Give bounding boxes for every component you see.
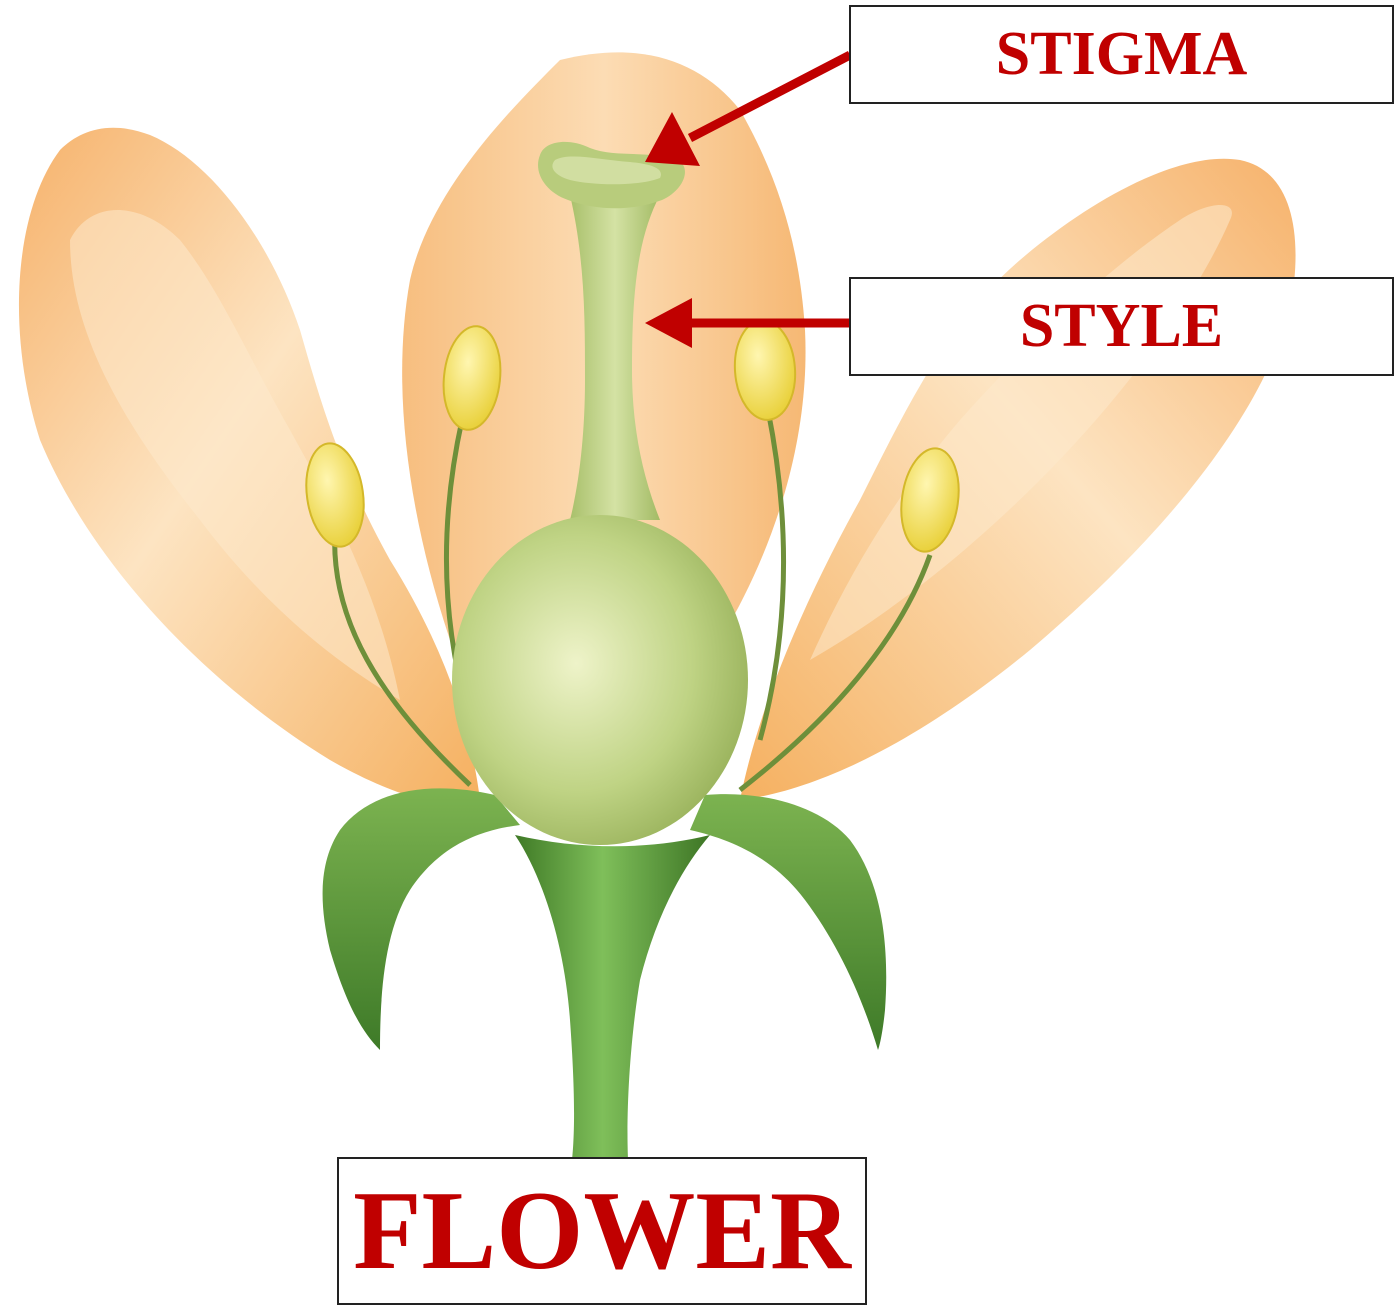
style-label: STYLE bbox=[849, 277, 1394, 376]
stigma-label-text: STIGMA bbox=[996, 19, 1247, 90]
pistil-ovary bbox=[452, 515, 748, 845]
style-label-text: STYLE bbox=[1020, 291, 1223, 362]
diagram-title-text: FLOWER bbox=[353, 1167, 851, 1296]
stem bbox=[515, 835, 710, 1160]
sepal-left bbox=[323, 788, 520, 1050]
sepal-right bbox=[690, 794, 886, 1050]
diagram-title: FLOWER bbox=[337, 1157, 867, 1305]
stigma-label: STIGMA bbox=[849, 5, 1394, 104]
